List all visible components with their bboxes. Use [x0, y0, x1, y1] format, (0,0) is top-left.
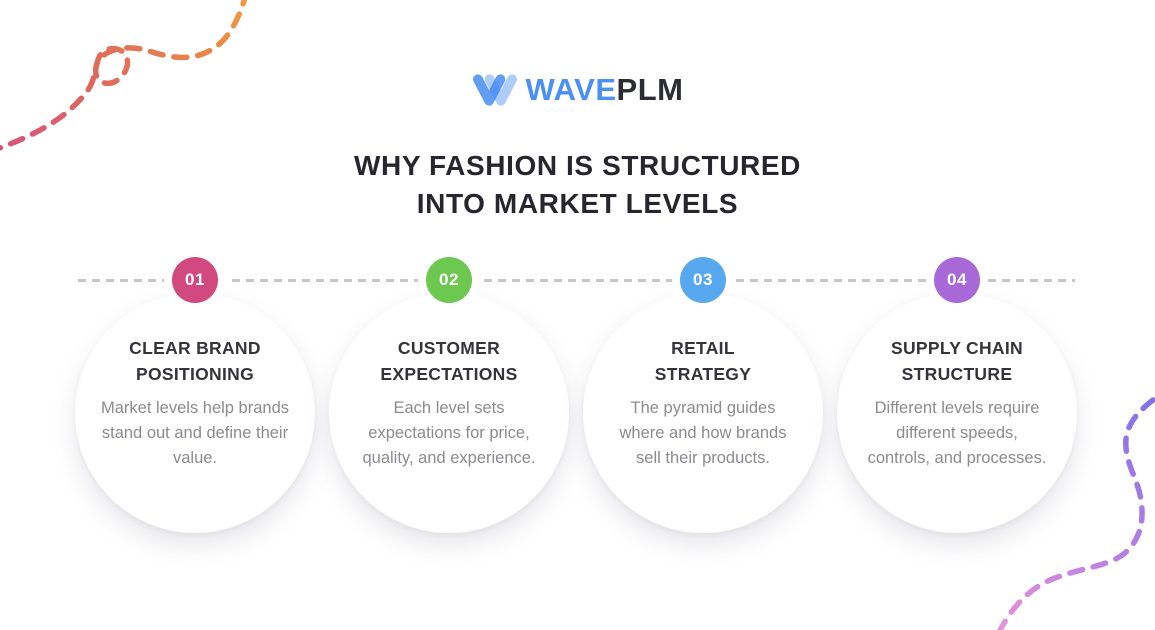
step-title: SUPPLY CHAIN STRUCTURE — [891, 335, 1023, 387]
step-title-line-2: STRUCTURE — [901, 364, 1013, 384]
step-card: CUSTOMER EXPECTATIONS Each level sets ex… — [329, 293, 569, 533]
step-title-line-1: RETAIL — [671, 338, 735, 358]
step-number-badge: 03 — [680, 257, 726, 303]
step-retail-strategy: 03 RETAIL STRATEGY The pyramid guides wh… — [583, 257, 823, 533]
waveplm-w-icon — [472, 74, 517, 106]
step-clear-brand-positioning: 01 CLEAR BRAND POSITIONING Market levels… — [75, 257, 315, 533]
step-card: RETAIL STRATEGY The pyramid guides where… — [583, 293, 823, 533]
step-title-line-2: EXPECTATIONS — [380, 364, 518, 384]
step-title-line-1: CUSTOMER — [397, 338, 501, 358]
step-number-badge: 02 — [426, 257, 472, 303]
step-title-line-2: STRATEGY — [654, 364, 752, 384]
step-description: The pyramid guides where and how brands … — [619, 399, 787, 467]
page-title: WHY FASHION IS STRUCTURED INTO MARKET LE… — [0, 147, 1155, 223]
step-title: CUSTOMER EXPECTATIONS — [380, 335, 517, 387]
step-title-line-1: CLEAR BRAND — [129, 338, 261, 358]
step-title: CLEAR BRAND POSITIONING — [129, 335, 261, 387]
step-title: RETAIL STRATEGY — [655, 335, 751, 387]
brand-wordmark-wave: WAVE — [525, 72, 617, 107]
step-description: Each level sets expectations for price, … — [362, 399, 536, 467]
page-title-line-1: WHY FASHION IS STRUCTURED — [354, 150, 801, 181]
step-card: SUPPLY CHAIN STRUCTURE Different levels … — [837, 293, 1077, 533]
brand-wordmark-plm: PLM — [616, 72, 684, 107]
steps-row: 01 CLEAR BRAND POSITIONING Market levels… — [75, 257, 1077, 533]
step-title-line-2: POSITIONING — [135, 364, 255, 384]
timeline-connector-line — [78, 279, 1075, 282]
page-title-line-2: INTO MARKET LEVELS — [416, 188, 739, 219]
step-supply-chain-structure: 04 SUPPLY CHAIN STRUCTURE Different leve… — [837, 257, 1077, 533]
step-description: Market levels help brands stand out and … — [101, 399, 290, 467]
step-description: Different levels require different speed… — [867, 399, 1047, 467]
step-number-badge: 04 — [934, 257, 980, 303]
brand-header: WAVE PLM — [0, 70, 1155, 110]
step-customer-expectations: 02 CUSTOMER EXPECTATIONS Each level sets… — [329, 257, 569, 533]
brand-wordmark: WAVE PLM — [526, 72, 684, 108]
step-card: CLEAR BRAND POSITIONING Market levels he… — [75, 293, 315, 533]
step-number-badge: 01 — [172, 257, 218, 303]
step-title-line-1: SUPPLY CHAIN — [891, 338, 1023, 358]
